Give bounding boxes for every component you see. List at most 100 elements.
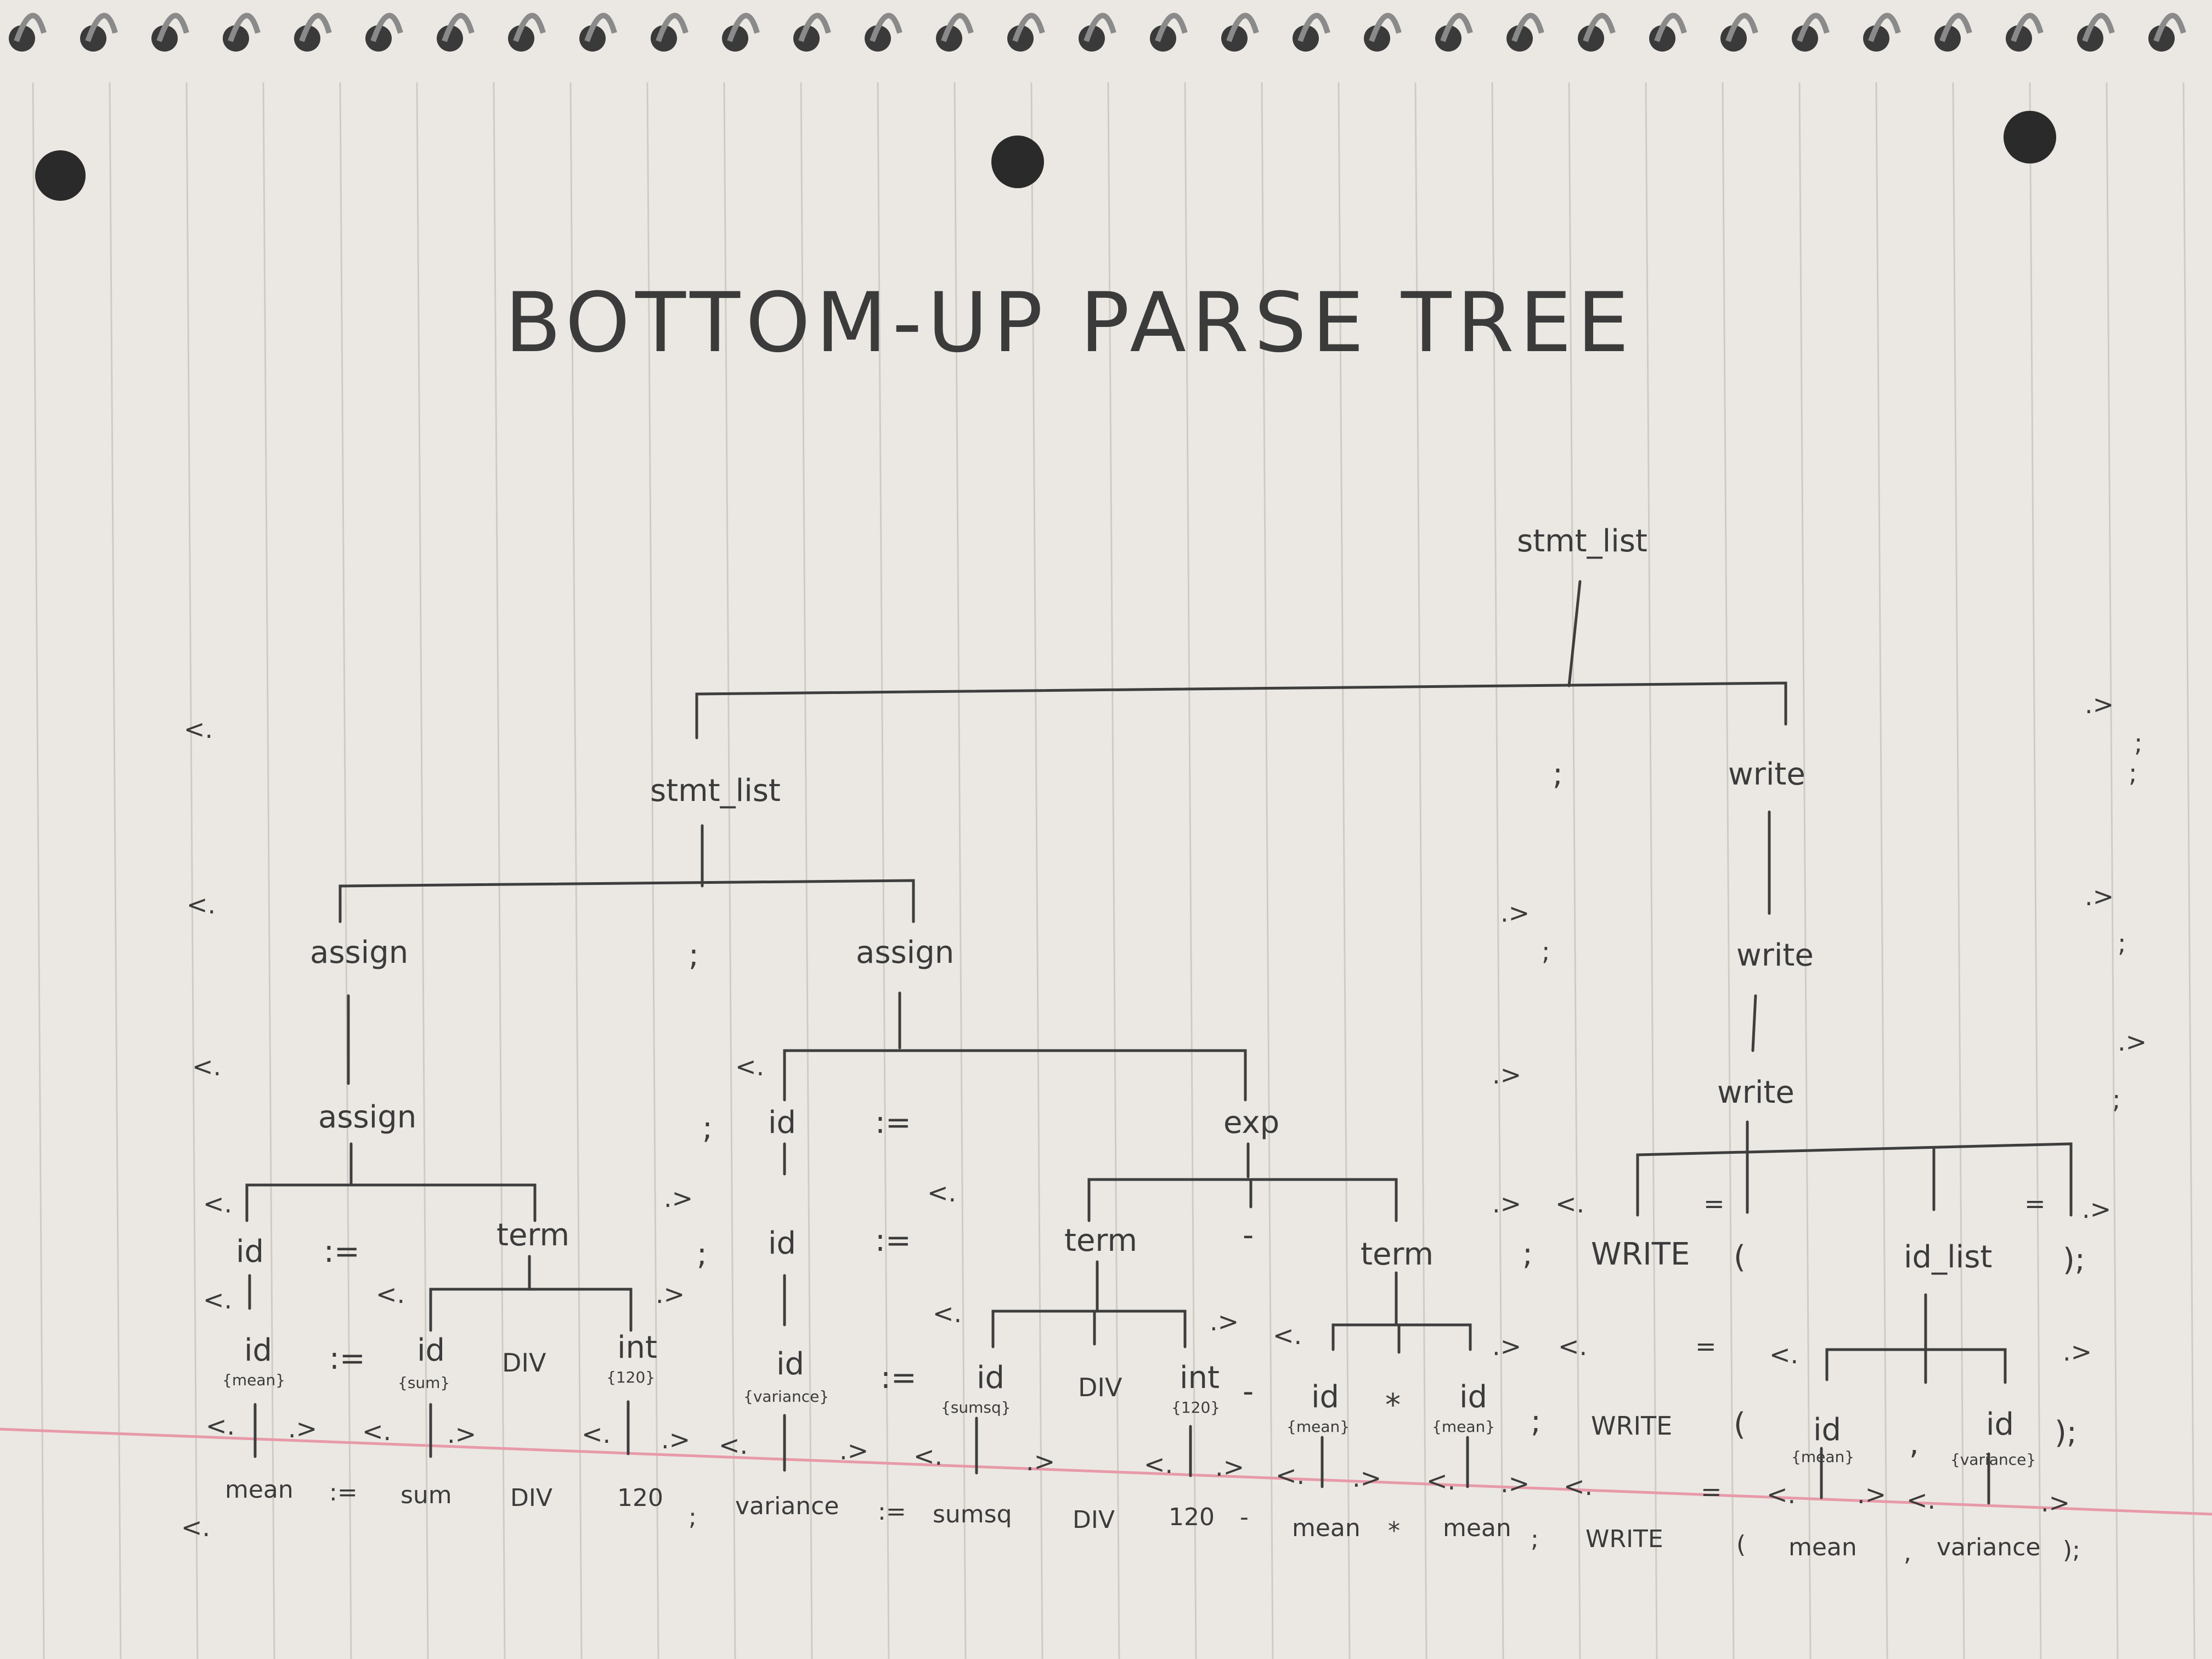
spiral-hole xyxy=(1792,25,1818,52)
spiral-ring xyxy=(1654,13,1687,42)
token: sumsq xyxy=(933,1500,1012,1528)
node-id: id xyxy=(1986,1407,2014,1442)
notebook-rule xyxy=(416,82,429,1659)
marker-open: <. xyxy=(1273,1321,1302,1350)
spiral-ring xyxy=(870,13,902,42)
marker-close: .> xyxy=(2085,690,2114,719)
node-term: term xyxy=(1064,1223,1137,1259)
token: WRITE xyxy=(1585,1525,1663,1553)
notebook-rule xyxy=(1645,82,1658,1659)
punch-hole xyxy=(2004,111,2056,163)
notebook-rule xyxy=(877,82,890,1659)
node-assign-op: := xyxy=(875,1105,911,1141)
punch-hole xyxy=(991,136,1044,188)
spiral-ring xyxy=(228,13,261,42)
marker-open: <. xyxy=(1906,1485,1936,1515)
tree-edge xyxy=(1087,1178,1398,1222)
notebook-rule xyxy=(262,82,275,1659)
notebook-rule xyxy=(1875,82,1888,1659)
marker-open: <. xyxy=(719,1430,748,1460)
notebook-rule xyxy=(1798,82,1812,1659)
spiral-ring xyxy=(2011,13,2044,42)
marker-close: .> xyxy=(1210,1307,1239,1336)
node-semicolon: ; xyxy=(1522,1237,1533,1272)
marker-close: .> xyxy=(664,1183,693,1213)
node-minus: - xyxy=(1243,1217,1254,1253)
tree-edge xyxy=(991,1310,1187,1348)
marker-open: <. xyxy=(1144,1449,1173,1479)
notebook-rule xyxy=(339,82,352,1659)
notebook-rule xyxy=(2029,82,2042,1659)
spiral-hole xyxy=(579,25,606,52)
spiral-ring xyxy=(1797,13,1830,42)
node-write: write xyxy=(1736,938,1814,973)
marker-close: .> xyxy=(2118,1027,2147,1057)
node-minus: - xyxy=(1243,1374,1254,1409)
spiral-hole xyxy=(865,25,891,52)
spiral-hole xyxy=(1435,25,1462,52)
node-annotation: {sum} xyxy=(398,1374,450,1392)
spiral-hole xyxy=(1079,25,1105,52)
marker-open: <. xyxy=(181,1513,210,1542)
marker-semi: ; xyxy=(2118,928,2126,958)
spiral-hole xyxy=(2077,25,2103,52)
tree-edge xyxy=(783,1049,1247,1102)
node-lparen: ( xyxy=(1734,1239,1746,1275)
node-semicolon: ; xyxy=(697,1237,707,1272)
margin-line xyxy=(0,1427,2212,1516)
spiral-ring xyxy=(1583,13,1616,42)
spiral-hole xyxy=(1863,25,1889,52)
token: mean xyxy=(1443,1514,1511,1542)
tree-edge xyxy=(1331,1323,1472,1351)
spiral-hole xyxy=(437,25,463,52)
spiral-hole xyxy=(1293,25,1319,52)
spiral-hole xyxy=(2006,25,2032,52)
token: variance xyxy=(735,1492,839,1520)
marker-close: .> xyxy=(1215,1452,1244,1482)
spiral-hole xyxy=(151,25,178,52)
spiral-hole xyxy=(9,25,35,52)
marker-open: <. xyxy=(184,714,213,744)
notebook-rules xyxy=(32,82,2196,1659)
spiral-hole xyxy=(651,25,677,52)
marker-eq: = xyxy=(1695,1331,1717,1361)
node-id: id xyxy=(776,1346,804,1382)
node-id: id xyxy=(1311,1379,1339,1415)
marker-semi: ; xyxy=(2112,1085,2121,1114)
node-annotation: {sumsq} xyxy=(941,1398,1011,1417)
tree-edge xyxy=(1567,580,1582,687)
marker-open: <. xyxy=(1426,1466,1455,1496)
notebook-rule xyxy=(1030,82,1043,1659)
token: 120 xyxy=(1169,1503,1215,1531)
tree-edge xyxy=(695,681,1787,740)
marker-semi: ; xyxy=(2134,728,2143,758)
token: variance xyxy=(1937,1533,2040,1561)
marker-open: <. xyxy=(206,1411,235,1441)
node-div: DIV xyxy=(1078,1373,1122,1402)
marker-eq: = xyxy=(2024,1189,2046,1218)
notebook-rule xyxy=(1184,82,1197,1659)
node-annotation: {variance} xyxy=(1950,1451,2036,1469)
marker-open: <. xyxy=(1558,1331,1587,1361)
node-root-stmt-list: stmt_list xyxy=(1517,523,1647,559)
spiral-hole xyxy=(508,25,534,52)
spiral-ring xyxy=(727,13,760,42)
node-annotation: {mean} xyxy=(222,1371,285,1389)
marker-open: <. xyxy=(192,1052,221,1081)
tree-edge xyxy=(338,879,915,923)
spiral-ring xyxy=(1297,13,1330,42)
marker-open: <. xyxy=(1276,1460,1305,1490)
node-lparen: ( xyxy=(1734,1407,1746,1442)
marker-open: <. xyxy=(203,1285,232,1314)
spiral-ring xyxy=(1440,13,1473,42)
node-semicolon: ; xyxy=(1531,1404,1541,1440)
marker-close: .> xyxy=(2085,882,2114,911)
spiral-hole xyxy=(1150,25,1176,52)
node-write: write xyxy=(1728,757,1805,792)
tree-edge xyxy=(245,1183,537,1222)
spiral-ring xyxy=(1939,13,1972,42)
notebook-rule xyxy=(1491,82,1504,1659)
notebook-rule xyxy=(1414,82,1427,1659)
